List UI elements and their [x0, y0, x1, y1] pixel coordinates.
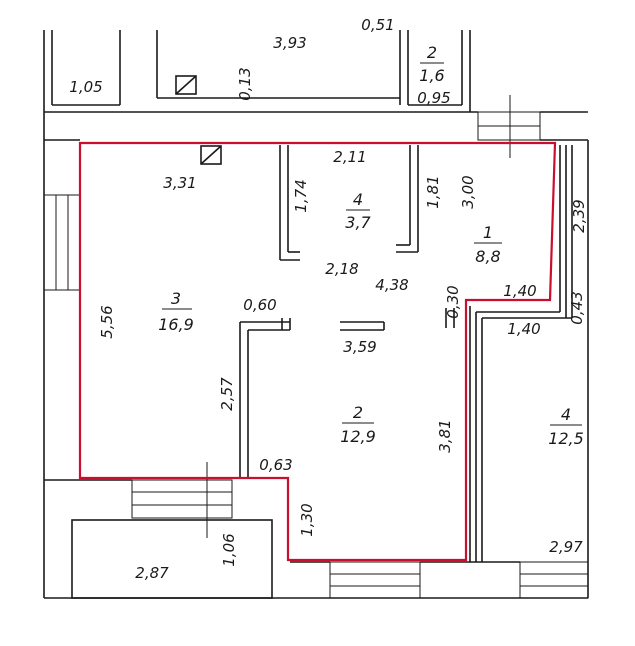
dimension: 0,60 — [243, 296, 276, 314]
dimension: 2,18 — [325, 260, 358, 278]
room-number: 2 — [427, 43, 437, 62]
dimension: 1,05 — [69, 78, 102, 96]
dimension: 2,87 — [135, 564, 169, 582]
dimension: 2,97 — [549, 538, 583, 556]
dimension: 2,39 — [570, 199, 588, 232]
dimension: 0,13 — [236, 67, 254, 100]
dimension: 0,30 — [444, 285, 462, 318]
room-area: 12,9 — [340, 427, 376, 446]
room-area: 3,7 — [345, 213, 371, 232]
dimension: 0,43 — [568, 291, 586, 324]
bottom-walls — [44, 462, 589, 599]
dimension: 5,56 — [98, 305, 116, 338]
room-number: 3 — [171, 289, 181, 308]
dimension: 3,59 — [343, 338, 376, 356]
top-walls — [43, 30, 588, 598]
room-area: 12,5 — [548, 429, 584, 448]
apartment-outline — [78, 141, 557, 562]
room-area: 8,8 — [475, 247, 500, 266]
dimension: 2,11 — [333, 148, 366, 166]
dimension: 3,93 — [273, 34, 306, 52]
dimension: 1,74 — [292, 179, 310, 212]
room-area: 16,9 — [158, 315, 194, 334]
dimension: 2,57 — [218, 377, 236, 411]
dimension: 3,81 — [436, 419, 454, 452]
dimension: 0,63 — [259, 456, 292, 474]
room-number: 4 — [561, 405, 571, 424]
dimension: 0,51 — [361, 16, 394, 34]
dimension: 1,40 — [507, 320, 540, 338]
room-number: 2 — [353, 403, 363, 422]
dimension: 3,00 — [459, 175, 477, 208]
dimension: 1,40 — [503, 282, 536, 300]
interior-walls — [239, 145, 455, 478]
dimension: 1,30 — [298, 503, 316, 536]
dimension: 0,95 — [417, 89, 450, 107]
right-walls — [469, 140, 589, 598]
dimension: 4,38 — [375, 276, 408, 294]
dimension: 1,81 — [424, 175, 442, 208]
dimension: 1,06 — [220, 533, 238, 566]
room-number: 1 — [483, 223, 493, 242]
dimension: 3,31 — [163, 174, 196, 192]
room-number: 4 — [353, 190, 363, 209]
left-window — [44, 194, 80, 291]
room-labels: 3 16,9 4 3,7 1 8,8 2 12,9 4 12,5 2 1,6 — [158, 43, 584, 448]
dimension-labels: 3,93 0,51 1,05 0,13 0,95 2,11 3,31 1,74 … — [69, 16, 588, 582]
room-area: 1,6 — [419, 66, 444, 85]
